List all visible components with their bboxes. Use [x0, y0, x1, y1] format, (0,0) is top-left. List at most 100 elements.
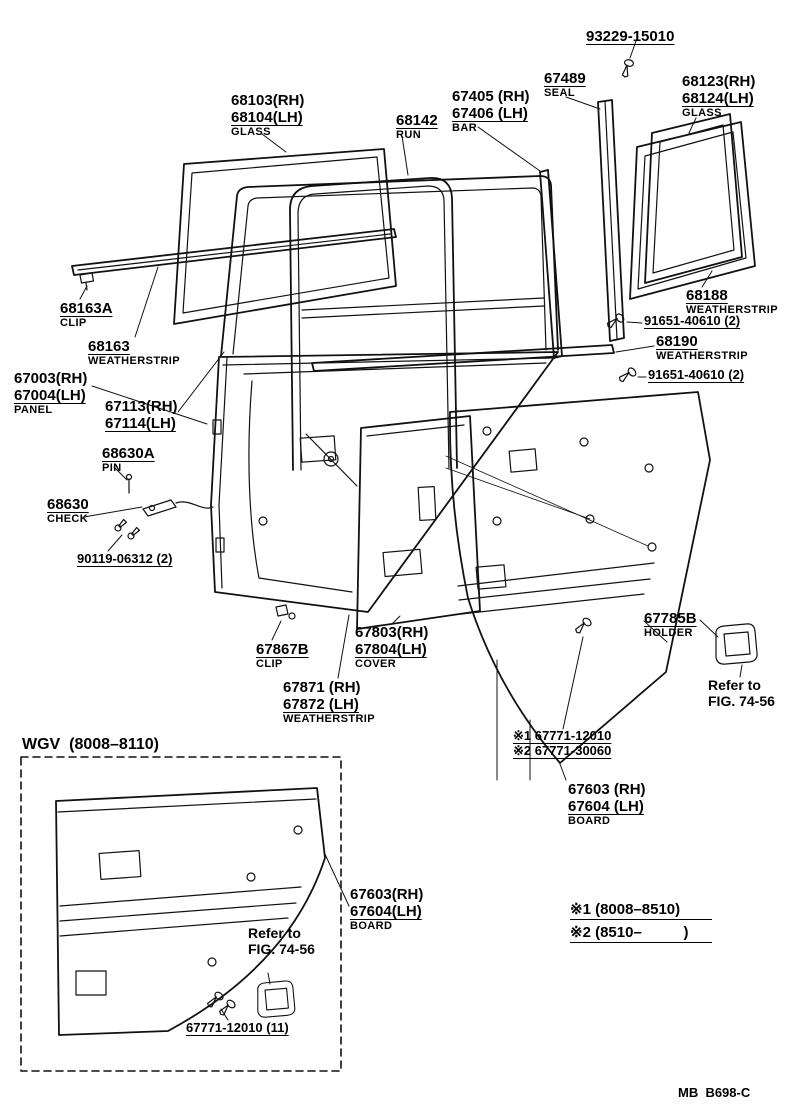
part-number: 67489	[544, 70, 586, 87]
label-90119-bolt: 90119-06312 (2)	[77, 551, 173, 567]
label-67603-board-wgv: 67603(RH)67604(LH)BOARD	[350, 886, 423, 933]
label-67771-notes: ※1 67771-12010※2 67771-30060	[513, 728, 612, 759]
label-67603-board-right: 67603 (RH)67604 (LH)BOARD	[568, 781, 646, 828]
part-number: 67785B	[644, 610, 697, 627]
part-number: 93229-15010	[586, 28, 675, 45]
part-descriptor: PANEL	[14, 404, 53, 417]
label-67003-panel: 67003(RH)67004(LH)PANEL	[14, 370, 87, 417]
door-glass-drawing	[173, 148, 397, 325]
part-number: 67604(LH)	[350, 903, 422, 921]
part-number: 67003(RH)	[14, 370, 88, 387]
part-number: 91651-40610 (2)	[644, 313, 741, 328]
part-number: 68123(RH)	[682, 73, 756, 90]
door-inner-details	[212, 297, 547, 593]
part-descriptor: BOARD	[350, 920, 393, 933]
part-descriptor: SEAL	[544, 87, 575, 100]
part-number: 91651-40610 (2)	[648, 367, 745, 382]
part-descriptor: PIN	[102, 462, 122, 475]
quarter-glass-drawing	[644, 113, 743, 284]
label-67871-weatherstrip: 67871 (RH)67872 (LH)WEATHERSTRIP	[283, 679, 375, 726]
part-number: 68163A	[60, 300, 113, 317]
label-note-2: ※2 (8510– )	[570, 924, 712, 944]
quarter-weatherstrip-drawing	[629, 121, 756, 300]
note-text: ※2 (8510– )	[570, 924, 712, 944]
part-number: 67004(LH)	[14, 387, 86, 405]
seal-sash-drawing	[597, 99, 625, 342]
leader-lines	[79, 40, 743, 1021]
part-descriptor: WEATHERSTRIP	[283, 713, 375, 726]
part-number: 68104(LH)	[231, 109, 303, 127]
label-67803-cover: 67803(RH)67804(LH)COVER	[355, 624, 428, 671]
label-68123-glass: 68123(RH)68124(LH)GLASS	[682, 73, 755, 120]
part-descriptor: WEATHERSTRIP	[656, 350, 748, 363]
label-wgv-title: WGV (8008–8110)	[22, 736, 159, 754]
part-descriptor: GLASS	[682, 107, 722, 120]
figure-code: MB B698-C	[678, 1085, 751, 1100]
part-number: 67114(LH)	[105, 415, 176, 433]
part-number: 67603(RH)	[350, 886, 424, 903]
reference-text: Refer to	[708, 677, 761, 693]
part-descriptor: CHECK	[47, 513, 89, 526]
clip-drawing	[275, 604, 296, 620]
part-number: 67804(LH)	[355, 641, 427, 659]
part-number: 67603 (RH)	[568, 781, 646, 798]
wgv-inset-drawing	[20, 756, 342, 1072]
label-91651-lower: 91651-40610 (2)	[648, 367, 745, 383]
trim-board-drawing	[445, 391, 711, 764]
label-figure-code: MB B698-C	[678, 1085, 751, 1101]
part-number: 68124(LH)	[682, 90, 754, 108]
label-67405-bar: 67405 (RH)67406 (LH)BAR	[452, 88, 530, 135]
part-number: 67405 (RH)	[452, 88, 530, 105]
label-67771-screw: 67771-12010 (11)	[186, 1020, 289, 1036]
door-panel-drawing	[210, 175, 559, 613]
part-number: 68103(RH)	[231, 92, 305, 109]
part-number: 68630	[47, 496, 89, 513]
label-93229-15010: 93229-15010	[586, 28, 674, 45]
note-text: ※1 (8008–8510)	[570, 901, 712, 921]
part-number: ※1 67771-12010	[513, 728, 612, 743]
part-number: 90119-06312 (2)	[77, 551, 173, 566]
part-number: ※2 67771-30060	[513, 742, 612, 758]
part-descriptor: HOLDER	[644, 627, 693, 640]
part-number: 67771-12010 (11)	[186, 1020, 289, 1035]
part-number: 67803(RH)	[355, 624, 429, 641]
part-number: 67872 (LH)	[283, 696, 359, 714]
reference-text: FIG. 74-56	[248, 940, 315, 957]
part-number: 68630A	[102, 445, 155, 462]
reference-text: Refer to	[248, 925, 301, 941]
part-descriptor: CLIP	[60, 317, 87, 330]
part-descriptor: CLIP	[256, 658, 283, 671]
part-descriptor: BOARD	[568, 815, 611, 828]
part-number: 67406 (LH)	[452, 105, 528, 123]
part-number: 67871 (RH)	[283, 679, 361, 696]
part-descriptor: WEATHERSTRIP	[88, 355, 180, 368]
label-note-1: ※1 (8008–8510)	[570, 901, 712, 921]
part-number: 67867B	[256, 641, 309, 658]
holder-drawing	[715, 623, 758, 665]
part-number: 68163	[88, 338, 130, 355]
part-number: 68188	[686, 287, 728, 304]
inset-title: WGV (8008–8110)	[22, 736, 159, 753]
reference-text: FIG. 74-56	[708, 692, 775, 709]
inner-belt-weatherstrip-drawing	[311, 344, 615, 372]
belt-weatherstrip-drawing	[71, 228, 397, 291]
part-number: 67113(RH)	[105, 398, 178, 415]
label-67113-frame: 67113(RH)67114(LH)	[105, 398, 178, 432]
label-68103-glass: 68103(RH)68104(LH)GLASS	[231, 92, 304, 139]
part-descriptor: WEATHERSTRIP	[686, 304, 778, 317]
part-descriptor: BAR	[452, 122, 478, 135]
